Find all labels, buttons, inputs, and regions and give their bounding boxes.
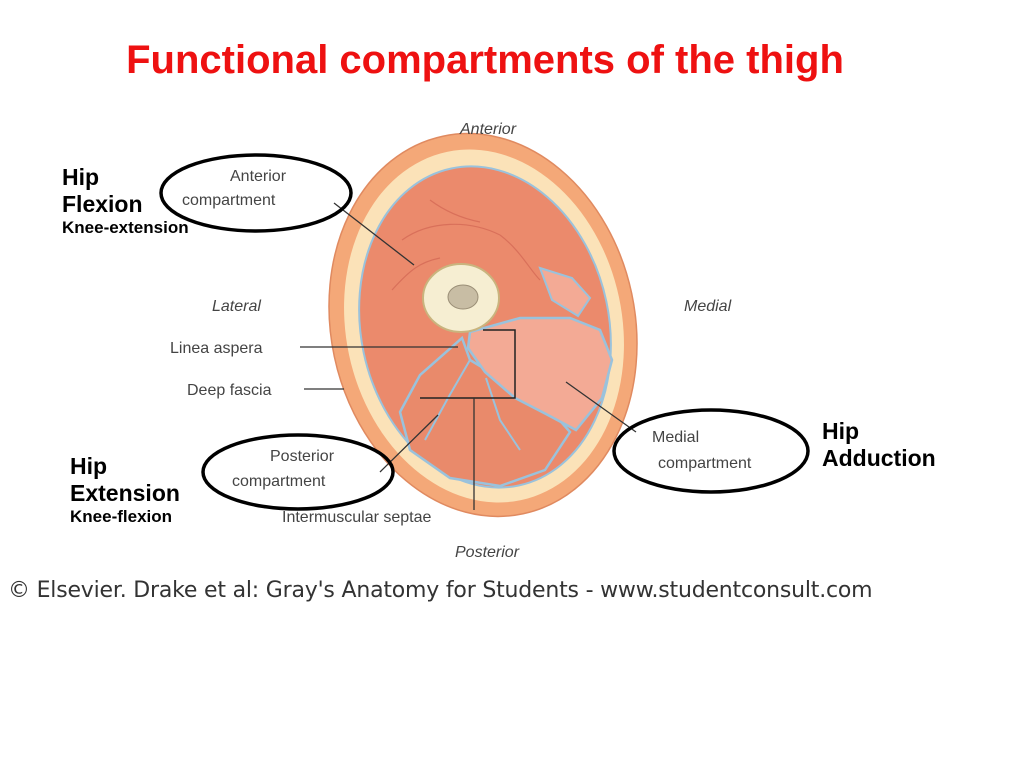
highlight-ovals: [159, 153, 810, 511]
anterior-muscle-divisions: [391, 199, 541, 291]
anterior-function-label: Hip Flexion Knee-extension: [62, 164, 189, 238]
medial-small-muscle: [538, 266, 592, 318]
label-medial-compartment-1: Medial: [652, 429, 699, 446]
label-medial-compartment-2: compartment: [658, 455, 752, 472]
septae-bracket: [420, 329, 516, 399]
label-linea-aspera: Linea aspera: [170, 340, 263, 357]
orientation-posterior: Posterior: [455, 544, 520, 561]
medial-function-line1: Hip: [822, 418, 860, 444]
anterior-function-line1: Hip: [62, 164, 100, 190]
posterior-function-line1: Hip: [70, 453, 108, 479]
slide-title: Functional compartments of the thigh: [126, 38, 844, 82]
orientation-anterior: Anterior: [459, 121, 517, 138]
label-posterior-compartment-1: Posterior: [270, 448, 335, 465]
posterior-function-label: Hip Extension Knee-flexion: [70, 453, 180, 527]
copyright-notice: © Elsevier. Drake et al: Gray's Anatomy …: [8, 578, 873, 603]
label-anterior-compartment-2: compartment: [182, 192, 276, 209]
posterior-function-line3: Knee-flexion: [70, 507, 173, 526]
label-anterior-compartment-1: Anterior: [230, 168, 287, 185]
medial-function-label: Hip Adduction: [822, 418, 936, 472]
label-posterior-compartment-2: compartment: [232, 473, 326, 490]
label-intermuscular-septae: Intermuscular septae: [282, 509, 432, 526]
orientation-medial: Medial: [684, 298, 732, 315]
anterior-function-line3: Knee-extension: [62, 218, 189, 237]
anterior-compartment-ring: [159, 153, 353, 233]
femur-marrow: [447, 284, 479, 310]
medial-compartment-ring: [612, 408, 810, 494]
anterior-function-line2: Flexion: [62, 191, 143, 217]
medial-compartment-muscle: [466, 316, 614, 432]
posterior-function-line2: Extension: [70, 480, 180, 506]
label-deep-fascia: Deep fascia: [187, 382, 272, 399]
orientation-lateral: Lateral: [212, 298, 261, 315]
medial-function-line2: Adduction: [822, 445, 936, 471]
posterior-compartment-ring: [201, 433, 395, 511]
